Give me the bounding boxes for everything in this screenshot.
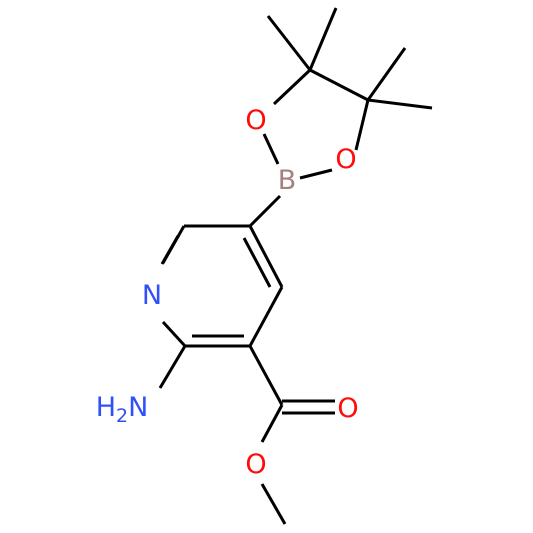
bond-c3-ccarbonyl: [248, 345, 284, 406]
bond-methyl-2a: [366, 47, 407, 101]
atom-n-pyridine: N: [142, 280, 162, 311]
bond-methyl-1b: [308, 7, 338, 71]
bond-o2-c2: [354, 99, 370, 151]
bond-c1-c2: [309, 68, 369, 102]
bond-b-c5: [248, 194, 282, 228]
bond-c-oester: [260, 404, 284, 443]
bond-c6-n-inner: [160, 235, 180, 265]
bond-c3-c4: [248, 286, 284, 347]
bond-n-c2: [161, 320, 187, 348]
atom-nh2-subscript: 2: [116, 405, 128, 427]
bond-b-o2: [299, 168, 333, 180]
atom-nh2: H2N: [96, 392, 149, 427]
atom-b: B: [278, 165, 297, 196]
bond-c1-o1: [272, 68, 312, 106]
bond-c4-c5-inner: [242, 237, 272, 288]
bond-c2-nh2: [158, 345, 187, 389]
atom-o-ester: O: [245, 449, 266, 480]
atom-labels: O B O N H2N O O: [96, 105, 359, 480]
bond-methyl-1a: [266, 15, 312, 71]
bond-oester-methyl: [260, 483, 287, 525]
bond-o1-b: [262, 133, 280, 165]
atom-o-carbonyl: O: [337, 393, 358, 424]
atom-o2: O: [335, 144, 356, 175]
bonds: [158, 7, 433, 525]
atom-nh2-n: N: [128, 392, 148, 423]
atom-nh2-h: H: [96, 392, 116, 423]
bond-c4-c5: [248, 225, 284, 288]
atom-o1: O: [245, 105, 266, 136]
bond-methyl-2b: [367, 98, 433, 110]
